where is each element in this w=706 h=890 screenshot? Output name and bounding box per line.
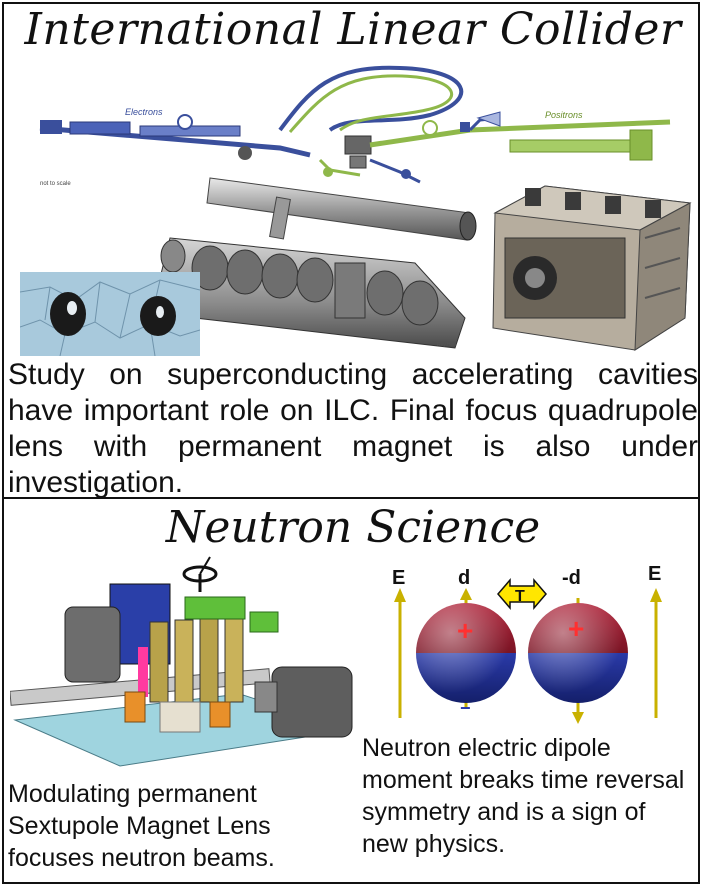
neutron-edm-diagram: E E + − d + -d T	[392, 563, 662, 724]
electrons-label: Electrons	[125, 107, 163, 117]
sextupole-magnet-lens-image	[10, 556, 353, 767]
section-divider	[2, 497, 700, 499]
superconducting-cavity-image: Rey.Hori	[159, 177, 477, 349]
dipole-label-right: -d	[562, 567, 581, 589]
dipole-label-left: d	[458, 567, 470, 589]
minus-sign-left: −	[460, 698, 471, 718]
plus-sign-left: +	[457, 615, 473, 646]
field-label-left: E	[392, 567, 405, 589]
scale-note-label: not to scale	[40, 181, 71, 187]
field-label-right: E	[648, 563, 661, 585]
ilc-description: Study on superconducting accelerating ca…	[8, 358, 698, 499]
edm-caption: Neutron electric dipole moment breaks ti…	[362, 734, 685, 858]
positrons-label: Positrons	[545, 110, 583, 120]
image-credit: Rey.Hori	[437, 342, 456, 348]
plus-sign-right: +	[568, 613, 584, 644]
symmetry-label: T	[515, 588, 525, 605]
page-frame	[2, 2, 700, 884]
neutron-title: Neutron Science	[165, 502, 541, 553]
cavity-surface-micrograph	[20, 272, 200, 356]
ilc-title: International Linear Collider	[24, 4, 682, 55]
quadrupole-magnet-image	[492, 185, 692, 351]
lens-caption: Modulating permanent Sextupole Magnet Le…	[8, 780, 275, 872]
ilc-layout-diagram: Electrons Positrons not to scale	[39, 65, 671, 187]
